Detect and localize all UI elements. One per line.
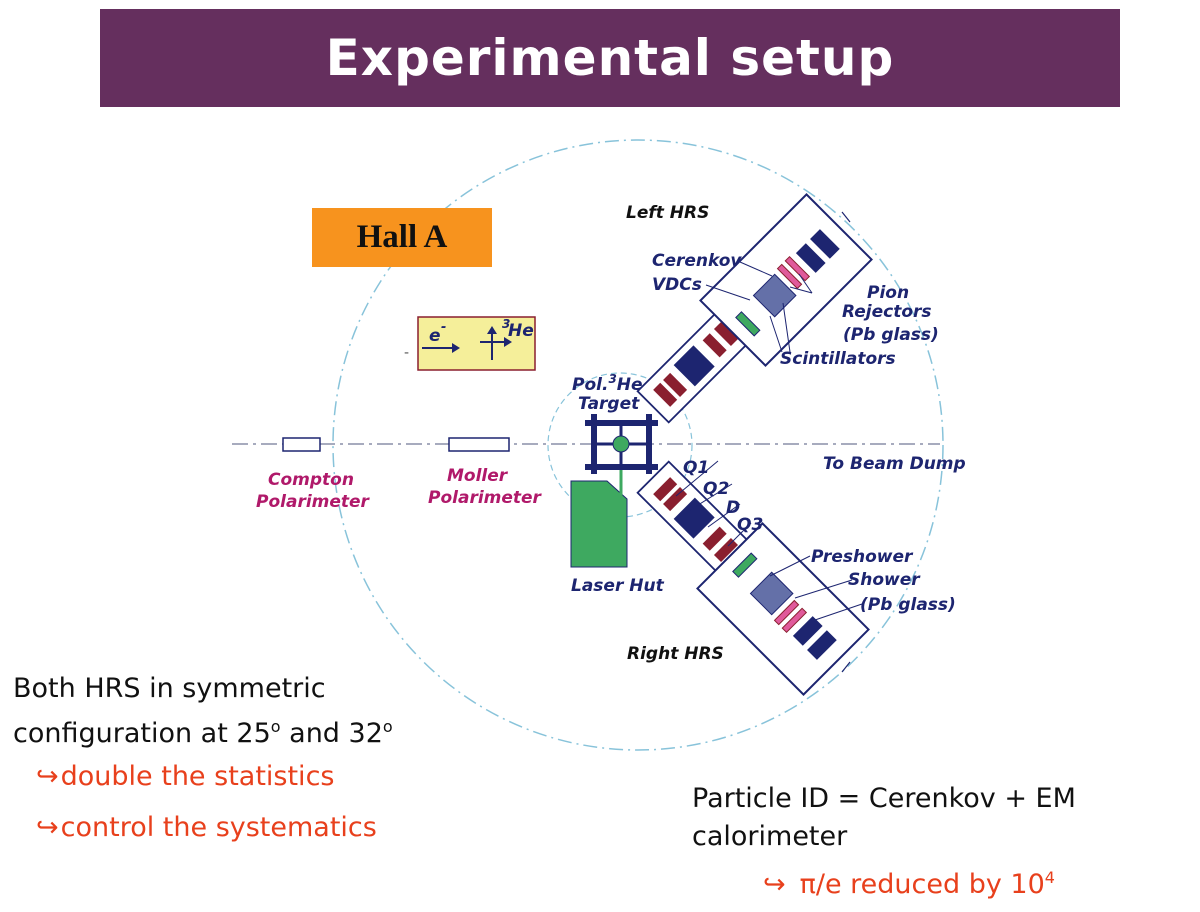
right-hrs-detector-hut: [696, 522, 870, 696]
cerenkov-label: Cerenkov: [652, 251, 742, 271]
moller-label-line2: Polarimeter: [428, 488, 543, 508]
moller-label-line1: Moller: [447, 466, 509, 486]
pid-result-text: π/e reduced by 10: [799, 869, 1045, 900]
pb-glass-label-left: (Pb glass): [843, 325, 939, 345]
curved-arrow-icon: ↪: [763, 869, 786, 900]
right-hrs-quadrupoles: [636, 460, 758, 582]
left-hrs-quadrupoles: [636, 302, 758, 424]
hall-a-label-box: Hall A: [312, 208, 492, 267]
config-line2-b: and 32: [280, 718, 383, 749]
particle-id-note: Particle ID = Cerenkov + EM calorimeter: [692, 780, 1076, 856]
vdcs-label: VDCs: [652, 275, 702, 295]
hall-boundary: [332, 139, 944, 751]
moller-polarimeter-device: [448, 437, 510, 452]
left-hrs-detector-hut: [699, 193, 873, 367]
pid-line1: Particle ID = Cerenkov + EM: [692, 783, 1076, 814]
pid-result-exponent: 4: [1044, 868, 1055, 887]
degree-sign-32: o: [382, 717, 393, 736]
preshower-label: Preshower: [811, 547, 914, 567]
degree-sign-25: o: [270, 717, 281, 736]
dash-mark: -: [404, 345, 409, 361]
right-hrs-label: Right HRS: [627, 644, 724, 664]
compton-polarimeter-device: [282, 437, 321, 452]
right-hrs-tick: [841, 661, 851, 673]
pion-label: Pion: [867, 283, 909, 303]
polarized-target: [585, 414, 658, 474]
hrs-configuration-note: Both HRS in symmetric configuration at 2…: [13, 670, 393, 753]
spin-arrow-head-up: [487, 326, 497, 334]
config-line1: Both HRS in symmetric: [13, 673, 326, 704]
rejectors-label: Rejectors: [842, 302, 932, 322]
pid-line2: calorimeter: [692, 821, 848, 852]
left-hrs-tick: [841, 211, 851, 223]
left-hrs-label: Left HRS: [626, 203, 709, 223]
pol-target-label-line2: Target: [578, 394, 640, 414]
spin-arrow-head-right: [504, 337, 512, 347]
pol-target-label-line1: Pol.3He: [572, 372, 643, 395]
helium3-mass-number: 3: [502, 317, 510, 331]
q1-label: Q1: [683, 458, 709, 478]
compton-label-line2: Polarimeter: [256, 492, 371, 512]
shower-label: Shower: [848, 570, 921, 590]
dipole-label: D: [726, 498, 740, 518]
curved-arrow-icon: ↪: [36, 812, 59, 843]
leader-lines: [675, 261, 863, 621]
hall-a-label: Hall A: [356, 219, 448, 255]
bullet-double-statistics: ↪double the statistics: [36, 761, 334, 792]
scintillators-label: Scintillators: [780, 349, 896, 369]
helium3-label: He: [508, 321, 534, 341]
laser-hut: [570, 480, 628, 568]
electron-label: e: [429, 326, 441, 346]
title-bar: Experimental setup: [100, 9, 1120, 107]
bullet2-text: control the systematics: [60, 812, 377, 843]
slide-title: Experimental setup: [325, 29, 895, 87]
q2-label: Q2: [703, 479, 729, 499]
electron-arrow-head: [452, 343, 460, 353]
beam-polarization-box: [417, 316, 536, 371]
to-beam-dump-label: To Beam Dump: [823, 454, 966, 474]
curved-arrow-icon: ↪: [36, 761, 59, 792]
pb-glass-label-right: (Pb glass): [860, 595, 956, 615]
laser-hut-label: Laser Hut: [571, 576, 665, 596]
compton-label-line1: Compton: [268, 470, 354, 490]
bullet1-text: double the statistics: [60, 761, 335, 792]
q3-label: Q3: [737, 515, 763, 535]
config-line2-a: configuration at 25: [13, 718, 271, 749]
pid-result: ↪ π/e reduced by 104: [763, 868, 1055, 900]
electron-charge: -: [441, 320, 446, 335]
bullet-control-systematics: ↪control the systematics: [36, 812, 377, 843]
